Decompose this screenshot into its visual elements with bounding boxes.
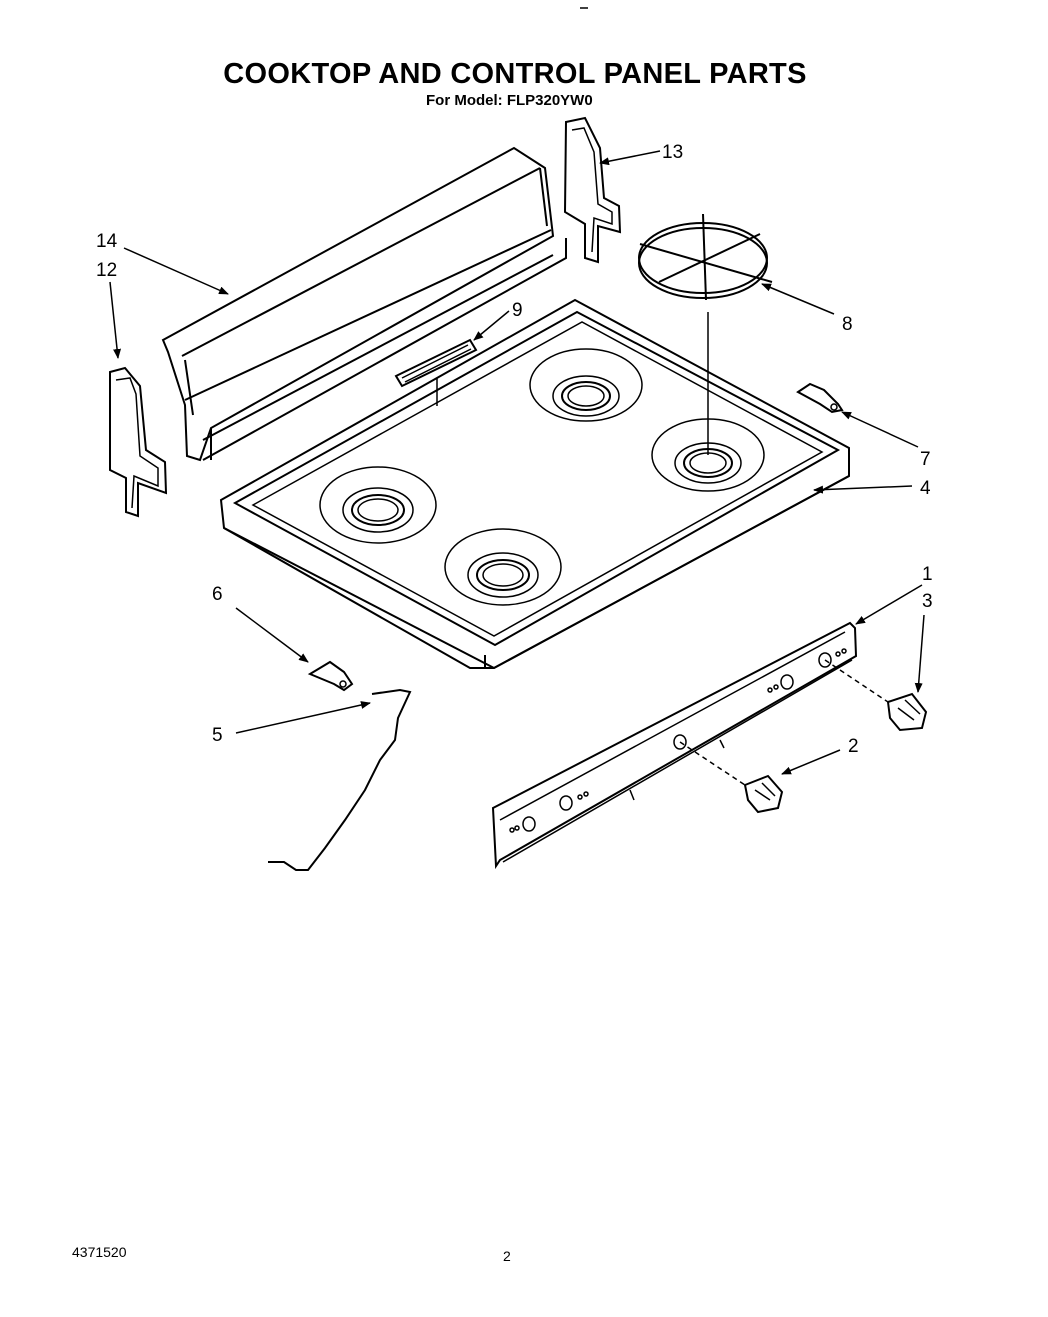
part-label-7: 7 xyxy=(920,449,931,470)
part-label-12: 12 xyxy=(96,260,117,281)
part-label-6: 6 xyxy=(212,584,223,605)
right-end-cap-part xyxy=(563,116,622,264)
diagram-title: COOKTOP AND CONTROL PANEL PARTS xyxy=(223,58,807,90)
leader-3 xyxy=(914,614,925,693)
burner-rear-right xyxy=(529,348,643,422)
leader-6 xyxy=(235,607,309,663)
bracket-part-7 xyxy=(796,382,844,414)
bracket-part-6 xyxy=(307,660,354,692)
document-number: 4371520 xyxy=(72,1244,127,1260)
control-panel-part xyxy=(491,621,858,870)
leader-1 xyxy=(855,584,923,625)
leader-5 xyxy=(235,701,371,734)
leader-14 xyxy=(123,247,229,295)
left-end-cap-part xyxy=(109,366,168,518)
page-number: 2 xyxy=(503,1248,511,1264)
leader-9 xyxy=(473,310,510,341)
leader-4 xyxy=(813,485,913,494)
knob-part-3 xyxy=(824,659,928,732)
burner-left-rear xyxy=(319,466,437,544)
vent-part xyxy=(394,338,478,406)
backguard-part xyxy=(161,146,567,462)
model-subtitle: For Model: FLP320YW0 xyxy=(426,92,593,109)
part-label-5: 5 xyxy=(212,725,223,746)
part-label-8: 8 xyxy=(842,314,853,335)
grate-part xyxy=(638,213,773,455)
cooktop-part xyxy=(219,298,850,669)
part-label-14: 14 xyxy=(96,231,118,252)
leader-8 xyxy=(761,283,835,315)
part-label-9: 9 xyxy=(512,300,523,321)
part-label-1: 1 xyxy=(922,564,933,585)
leader-12 xyxy=(109,281,122,359)
leader-13 xyxy=(599,150,661,166)
wire-part xyxy=(268,688,412,871)
leader-7 xyxy=(841,411,919,448)
knob-part-2 xyxy=(679,741,784,814)
part-label-2: 2 xyxy=(848,736,859,757)
burner-front xyxy=(444,528,562,606)
leader-2 xyxy=(781,749,841,775)
part-label-4: 4 xyxy=(920,478,931,499)
part-label-3: 3 xyxy=(922,591,933,612)
part-label-13: 13 xyxy=(662,142,683,163)
